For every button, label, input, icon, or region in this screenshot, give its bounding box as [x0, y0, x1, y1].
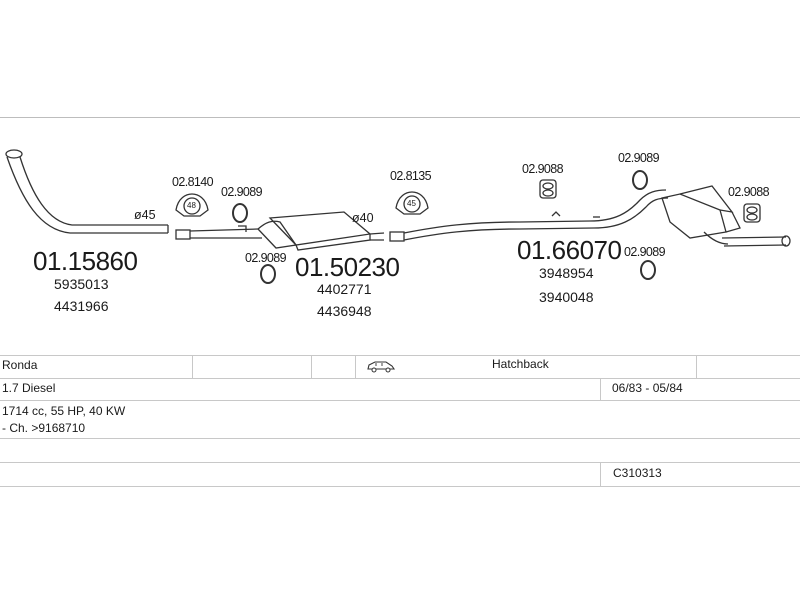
- table-line: [0, 486, 800, 487]
- gasket-45-drawing: [395, 191, 429, 215]
- oe-number-front-pipe-2: 4431966: [54, 298, 109, 314]
- diameter-45-label: ø45: [134, 208, 156, 222]
- table-line: [0, 378, 800, 379]
- part-number-rubber-d: 02.9088: [728, 185, 770, 199]
- table-line: [0, 355, 800, 356]
- part-number-middle-silencer: 01.50230: [295, 252, 400, 282]
- diameter-40-label: ø40: [352, 211, 374, 225]
- gasket-48-drawing: [175, 193, 209, 217]
- vehicle-model: Ronda: [2, 358, 38, 372]
- catalog-code: C310313: [613, 466, 662, 480]
- part-number-rear-silencer: 01.66070: [517, 235, 622, 265]
- table-line: [0, 438, 800, 439]
- part-number-ring-b: 02.9089: [245, 251, 287, 265]
- part-number-rubber-c: 02.9088: [522, 162, 564, 176]
- ring-c-drawing: [632, 170, 648, 190]
- top-border: [0, 117, 800, 118]
- oe-number-rear-silencer-2: 3940048: [539, 289, 594, 305]
- oe-number-middle-silencer-2: 4436948: [317, 303, 372, 319]
- rubber-mount-c-drawing: [539, 179, 557, 199]
- table-divider: [355, 355, 356, 378]
- middle-silencer-drawing: [257, 211, 385, 251]
- part-number-gasket-48: 02.8140: [172, 175, 214, 189]
- vehicle-body-type: Hatchback: [492, 357, 549, 371]
- part-number-front-pipe: 01.15860: [33, 246, 138, 276]
- gasket-48-size: 48: [187, 201, 196, 210]
- front-pipe-drawing: [5, 149, 169, 234]
- table-divider: [192, 355, 193, 378]
- vehicle-engine: 1.7 Diesel: [2, 381, 56, 395]
- part-number-ring-a: 02.9089: [221, 185, 263, 199]
- part-number-gasket-45: 02.8135: [390, 169, 432, 183]
- table-line: [0, 462, 800, 463]
- exhaust-diagram: [5, 149, 791, 284]
- ring-d-drawing: [640, 260, 656, 280]
- oe-number-rear-silencer-1: 3948954: [539, 265, 594, 281]
- vehicle-years: 06/83 - 05/84: [612, 381, 683, 395]
- gasket-45-size: 45: [407, 199, 416, 208]
- table-divider: [696, 355, 697, 378]
- car-side-icon: [366, 359, 396, 378]
- oe-number-middle-silencer-1: 4402771: [317, 281, 372, 297]
- part-number-ring-c: 02.9089: [618, 151, 660, 165]
- ring-b-drawing: [260, 264, 276, 284]
- table-divider: [600, 378, 601, 400]
- vehicle-specs: 1714 cc, 55 HP, 40 KW: [2, 404, 126, 418]
- part-number-ring-d: 02.9089: [624, 245, 666, 259]
- table-divider: [600, 462, 601, 486]
- rubber-mount-d-drawing: [743, 203, 761, 223]
- table-divider: [311, 355, 312, 378]
- oe-number-front-pipe-1: 5935013: [54, 276, 109, 292]
- rear-pipe-drawing: [389, 189, 669, 242]
- middle-inlet-pipe: [175, 225, 262, 240]
- table-line: [0, 400, 800, 401]
- ring-a-drawing: [232, 203, 248, 223]
- rear-silencer-drawing: [661, 185, 791, 247]
- vehicle-chassis: - Ch. >9168710: [2, 421, 86, 435]
